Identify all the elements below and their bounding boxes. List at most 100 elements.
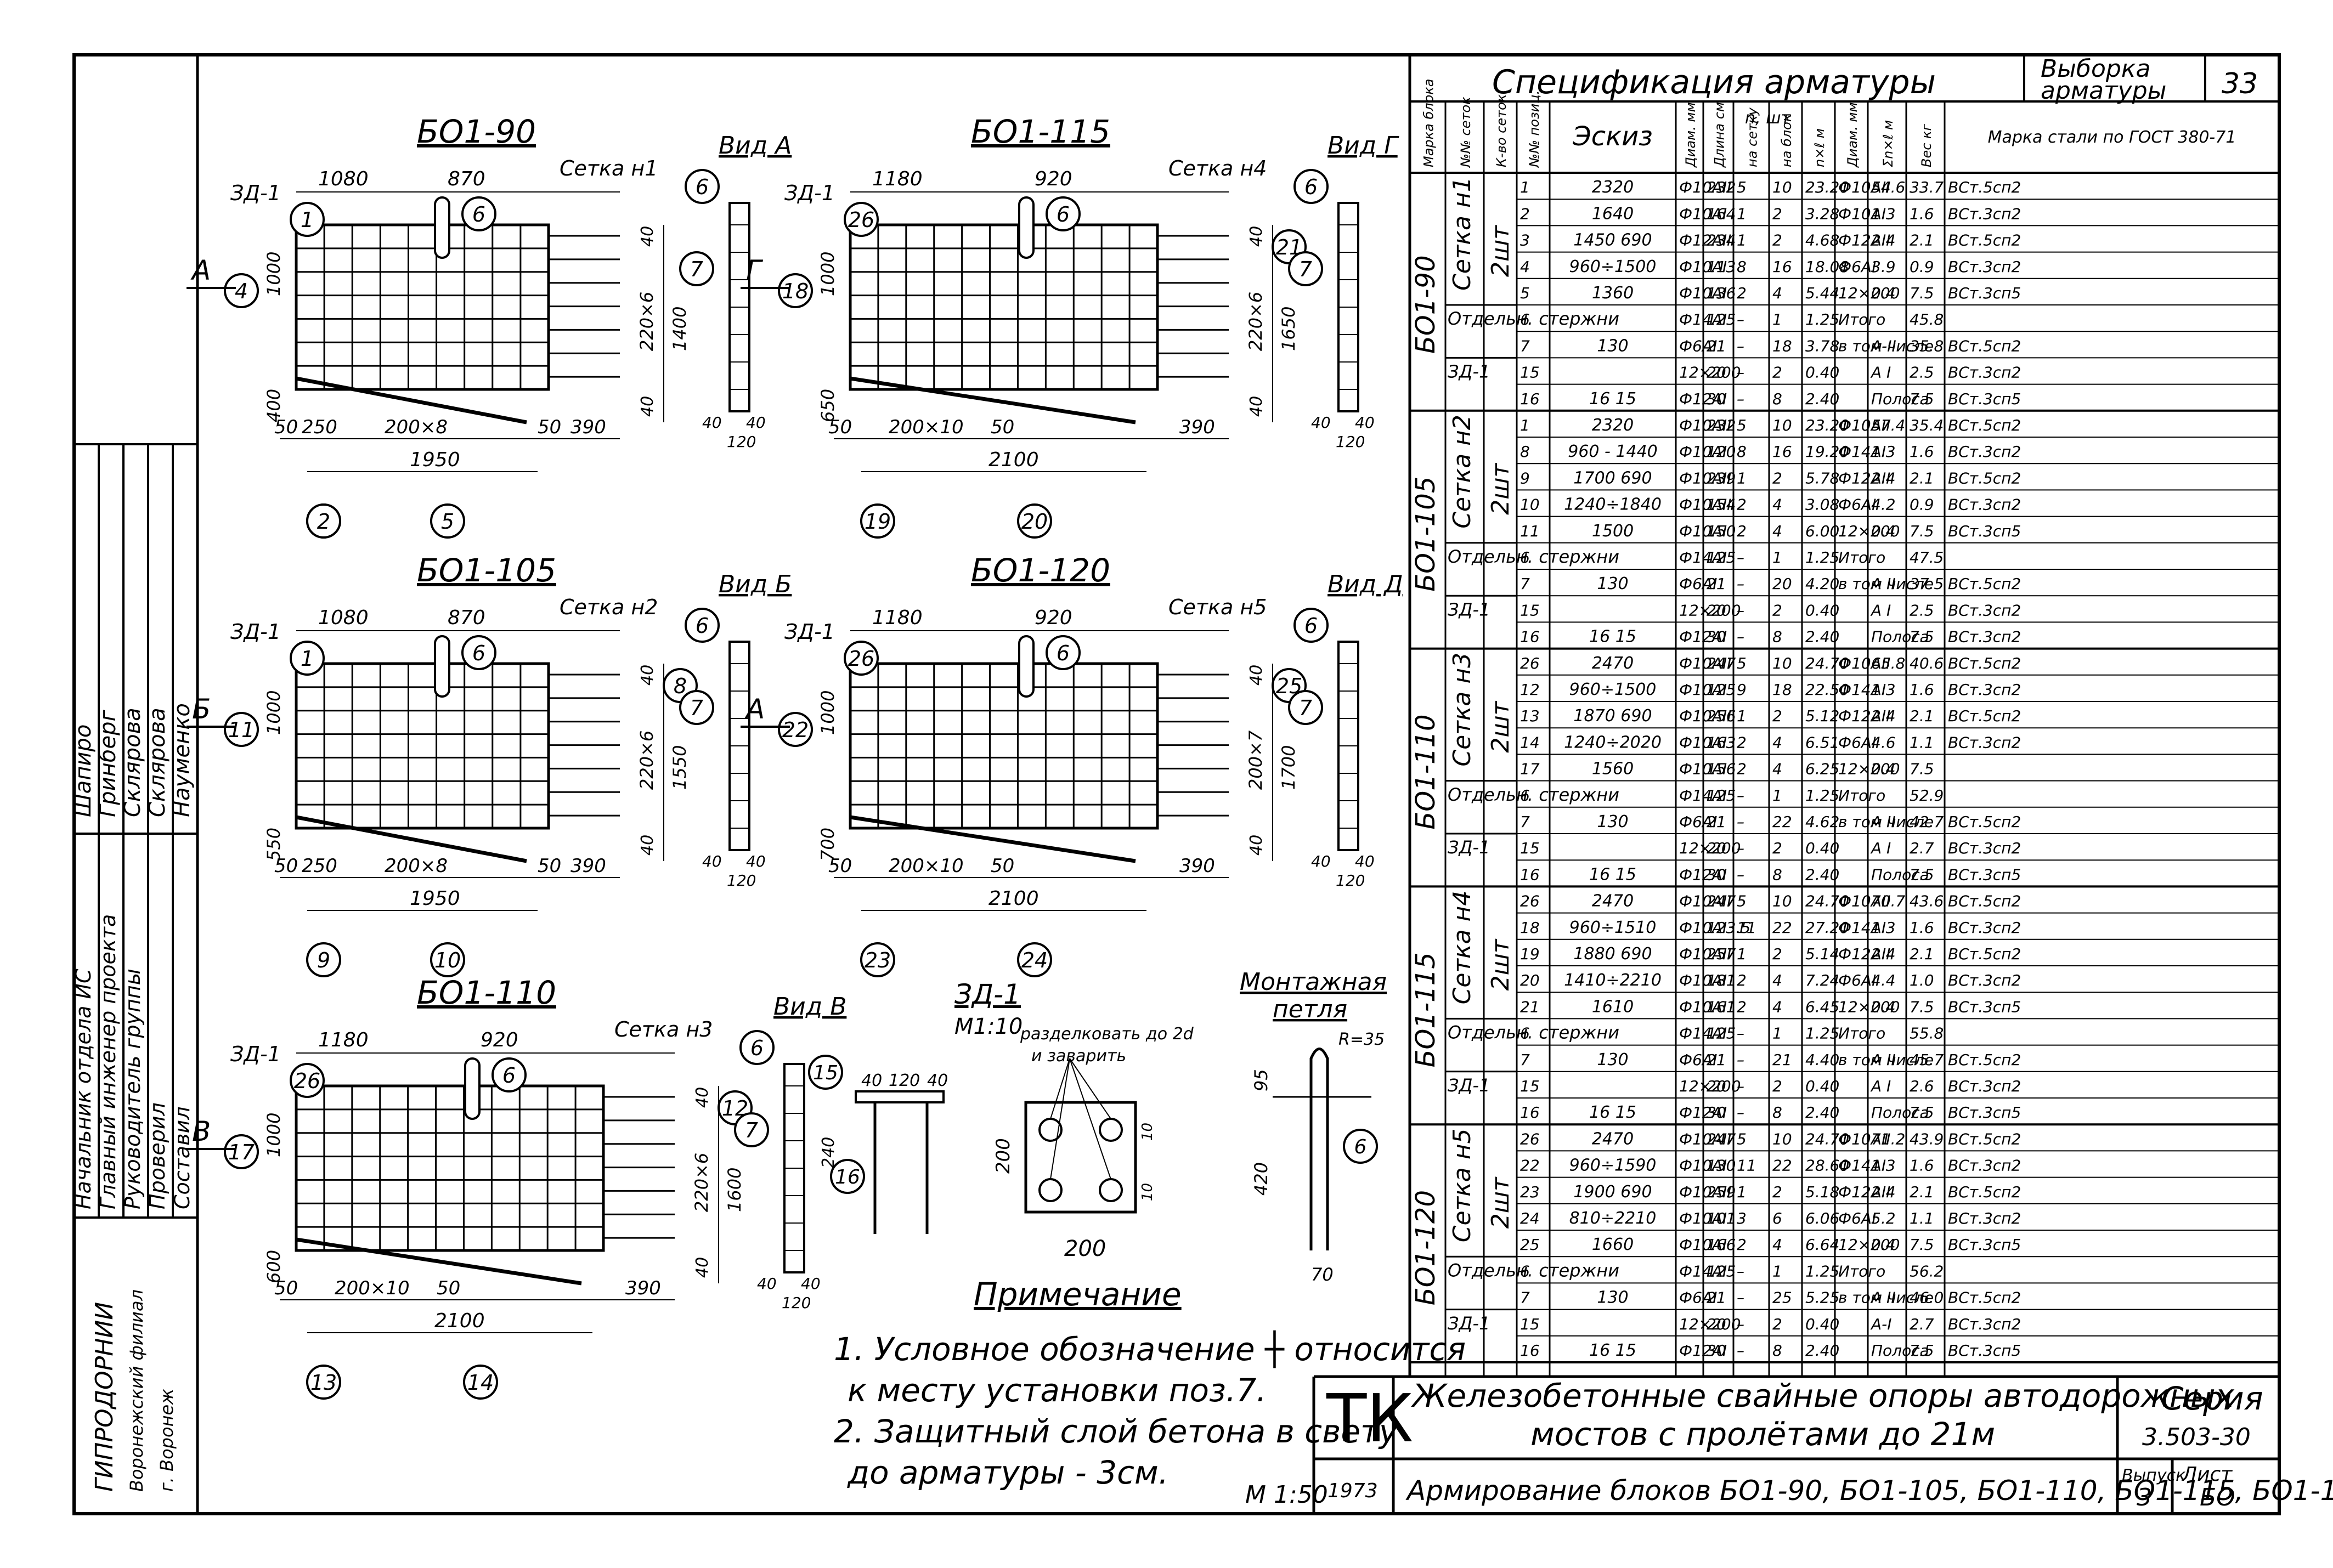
spec-cell-1-4-12: ВСт.3сп5 [1948,522,2021,540]
pos-b115-a [844,202,879,237]
mesh-label-b105: Сетка н2 [560,595,658,619]
spec-cell-2-5-4: Ф14АI [1679,786,1727,805]
spec-cell-3-5-4: Ф14АI [1679,1024,1727,1043]
dim-side-5-b105: 1550 [669,745,690,790]
spec-cell-2-7-8: 0.40 [1805,839,1839,857]
spec-cell-3-1-3: 960÷1510 [1569,918,1657,937]
spec-cell-2-0-8: 24.70 [1805,654,1849,672]
spec-cell-4-1-2: 22 [1520,1157,1540,1175]
dim-side-6-b115: 40 [1247,396,1266,417]
spec-cell-1-8-5: 30 [1707,628,1726,646]
spec-cell-0-8-7: 8 [1772,390,1782,408]
spec-cell-4-0-3: 2470 [1592,1129,1634,1148]
zd-pos-15 [808,1055,843,1090]
spec-cell-1-7-4: 12×200 [1679,601,1741,619]
spec-cell-3-2-2: 19 [1520,945,1540,963]
spec-cell-4-3-4: Ф10АI [1679,1209,1727,1227]
spec-block-3: БО1-115 [1410,952,1441,1067]
spec-cell-2-5-9: Итого [1838,786,1885,805]
spec-cell-2-3-10: 4.6 [1871,733,1896,751]
dim-total-b110: 2100 [434,1310,485,1332]
spec-cell-4-8-11: 7.5 [1910,1341,1934,1360]
dim-bottom-1-b120: 50 [828,855,852,877]
spec-cell-2-7-2: 15 [1520,839,1540,857]
spec-cell-4-3-6: 3 [1737,1209,1747,1227]
spec-cell-0-5-6: – [1737,310,1744,329]
spec-cell-2-0-5: 247 [1707,654,1736,672]
spec-cell-0-4-7: 4 [1772,284,1782,302]
spec-cell-3-2-6: 1 [1737,945,1747,963]
spec-cell-3-6-5: 21 [1707,1051,1726,1069]
view-dim-1-b115: 40 [1311,414,1331,432]
spec-cell-0-2-8: 4.68 [1805,231,1839,250]
spec-cell-0-8-12: ВСт.3сп5 [1948,390,2021,408]
spec-cell-1-7-2: 15 [1520,601,1540,619]
spec-cell-0-3-9: Ф6АI [1838,258,1876,276]
dim-total-b90: 1950 [410,449,460,471]
spec-cell-1-3-9: Ф6АI [1838,496,1876,514]
spec-label-1-7: ЗД-1 [1448,599,1490,620]
spec-cell-3-2-9: Ф12АII [1838,945,1890,963]
spec-cell-0-3-8: 18.08 [1805,258,1849,276]
spec-mesh-count-0: 2шт [1487,225,1515,277]
spec-cell-1-7-12: ВСт.3сп2 [1948,601,2021,619]
spec-cell-2-3-11: 1.1 [1910,733,1934,751]
loop-dim-95: 95 [1251,1069,1272,1091]
spec-cell-3-6-7: 21 [1772,1051,1792,1069]
spec-block-2: БО1-110 [1410,714,1441,829]
spec-block-1: БО1-105 [1410,477,1441,592]
spec-cell-4-0-12: ВСт.5сп2 [1948,1130,2021,1148]
dim-top-2-b120: 920 [1035,607,1072,629]
spec-cell-3-5-7: 1 [1772,1024,1782,1043]
pos-b110-view-a [739,1030,775,1065]
spec-cell-0-7-7: 2 [1772,364,1782,382]
spec-cell-1-6-9: в том числе [1838,575,1934,593]
spec-cell-3-3-12: ВСт.3сп2 [1948,971,2021,989]
spec-cell-0-8-8: 2.40 [1805,390,1839,408]
spec-cell-4-2-5: 259 [1707,1183,1736,1201]
spec-cell-2-6-10: А II [1870,813,1896,831]
spec-cell-4-0-10: 71.2 [1871,1130,1905,1148]
spec-cell-3-8-4: Ф12АI [1679,1103,1727,1122]
spec-cell-1-3-11: 0.9 [1910,496,1934,514]
spec-cell-4-4-2: 25 [1520,1236,1540,1254]
spec-cell-4-6-11: 46.0 [1910,1289,1944,1307]
spec-cell-1-2-3: 1700 690 [1573,468,1652,488]
spec-cell-1-7-5: 20 [1707,601,1726,619]
spec-cell-0-3-4: Ф10АI [1679,258,1727,276]
spec-cell-3-1-2: 18 [1520,919,1540,937]
spec-cell-0-8-2: 16 [1520,390,1540,408]
spec-cell-4-4-5: 166 [1707,1236,1736,1254]
dim-bottom-3-b115: 50 [991,416,1014,438]
spec-cell-2-4-4: Ф10АI [1679,760,1727,778]
spec-cell-0-5-2: 6 [1520,310,1530,329]
spec-cell-0-7-12: ВСт.3сп2 [1948,364,2021,382]
spec-cell-3-5-8: 1.25 [1805,1024,1839,1043]
spec-cell-2-6-8: 4.62 [1805,813,1839,831]
view-dim-3-b105: 120 [727,871,756,890]
pos-b105-d-label: 8 [674,674,687,698]
spec-cell-3-8-12: ВСт.3сп5 [1948,1103,2021,1122]
view-dim-2-b115: 40 [1355,414,1375,432]
spec-cell-3-3-2: 20 [1520,971,1540,989]
spec-cell-1-2-5: 239 [1707,469,1736,487]
zd-dim-8: 10 [1139,1183,1156,1201]
spec-cell-0-3-7: 16 [1772,258,1792,276]
spec-cell-4-4-12: ВСт.3сп5 [1948,1236,2021,1254]
spec-cell-1-3-12: ВСт.3сп2 [1948,496,2021,514]
spec-cell-2-1-12: ВСт.3сп2 [1948,681,2021,699]
spec-cell-2-3-9: Ф6АI [1838,733,1876,751]
spec-cell-3-6-11: 45.7 [1910,1051,1944,1069]
spec-cell-1-0-4: Ф10АII [1679,416,1731,434]
pos-b115-a-label: 26 [848,208,874,232]
dim-bottom-5-b105: 390 [570,855,606,877]
zd-detail-scale: М1:10 [954,1014,1023,1039]
spec-cell-0-2-9: Ф12АII [1838,231,1890,250]
spec-cell-4-1-10: 1.3 [1871,1157,1896,1175]
spec-cell-1-6-3: 130 [1597,574,1628,593]
spec-cell-4-0-11: 43.9 [1910,1130,1944,1148]
spec-cell-3-2-4: Ф10АII [1679,945,1731,963]
spec-cell-3-3-10: 4.4 [1871,971,1896,989]
spec-cell-4-7-12: ВСт.3сп2 [1948,1315,2021,1333]
dim-side-5-b110: 1600 [724,1168,745,1212]
